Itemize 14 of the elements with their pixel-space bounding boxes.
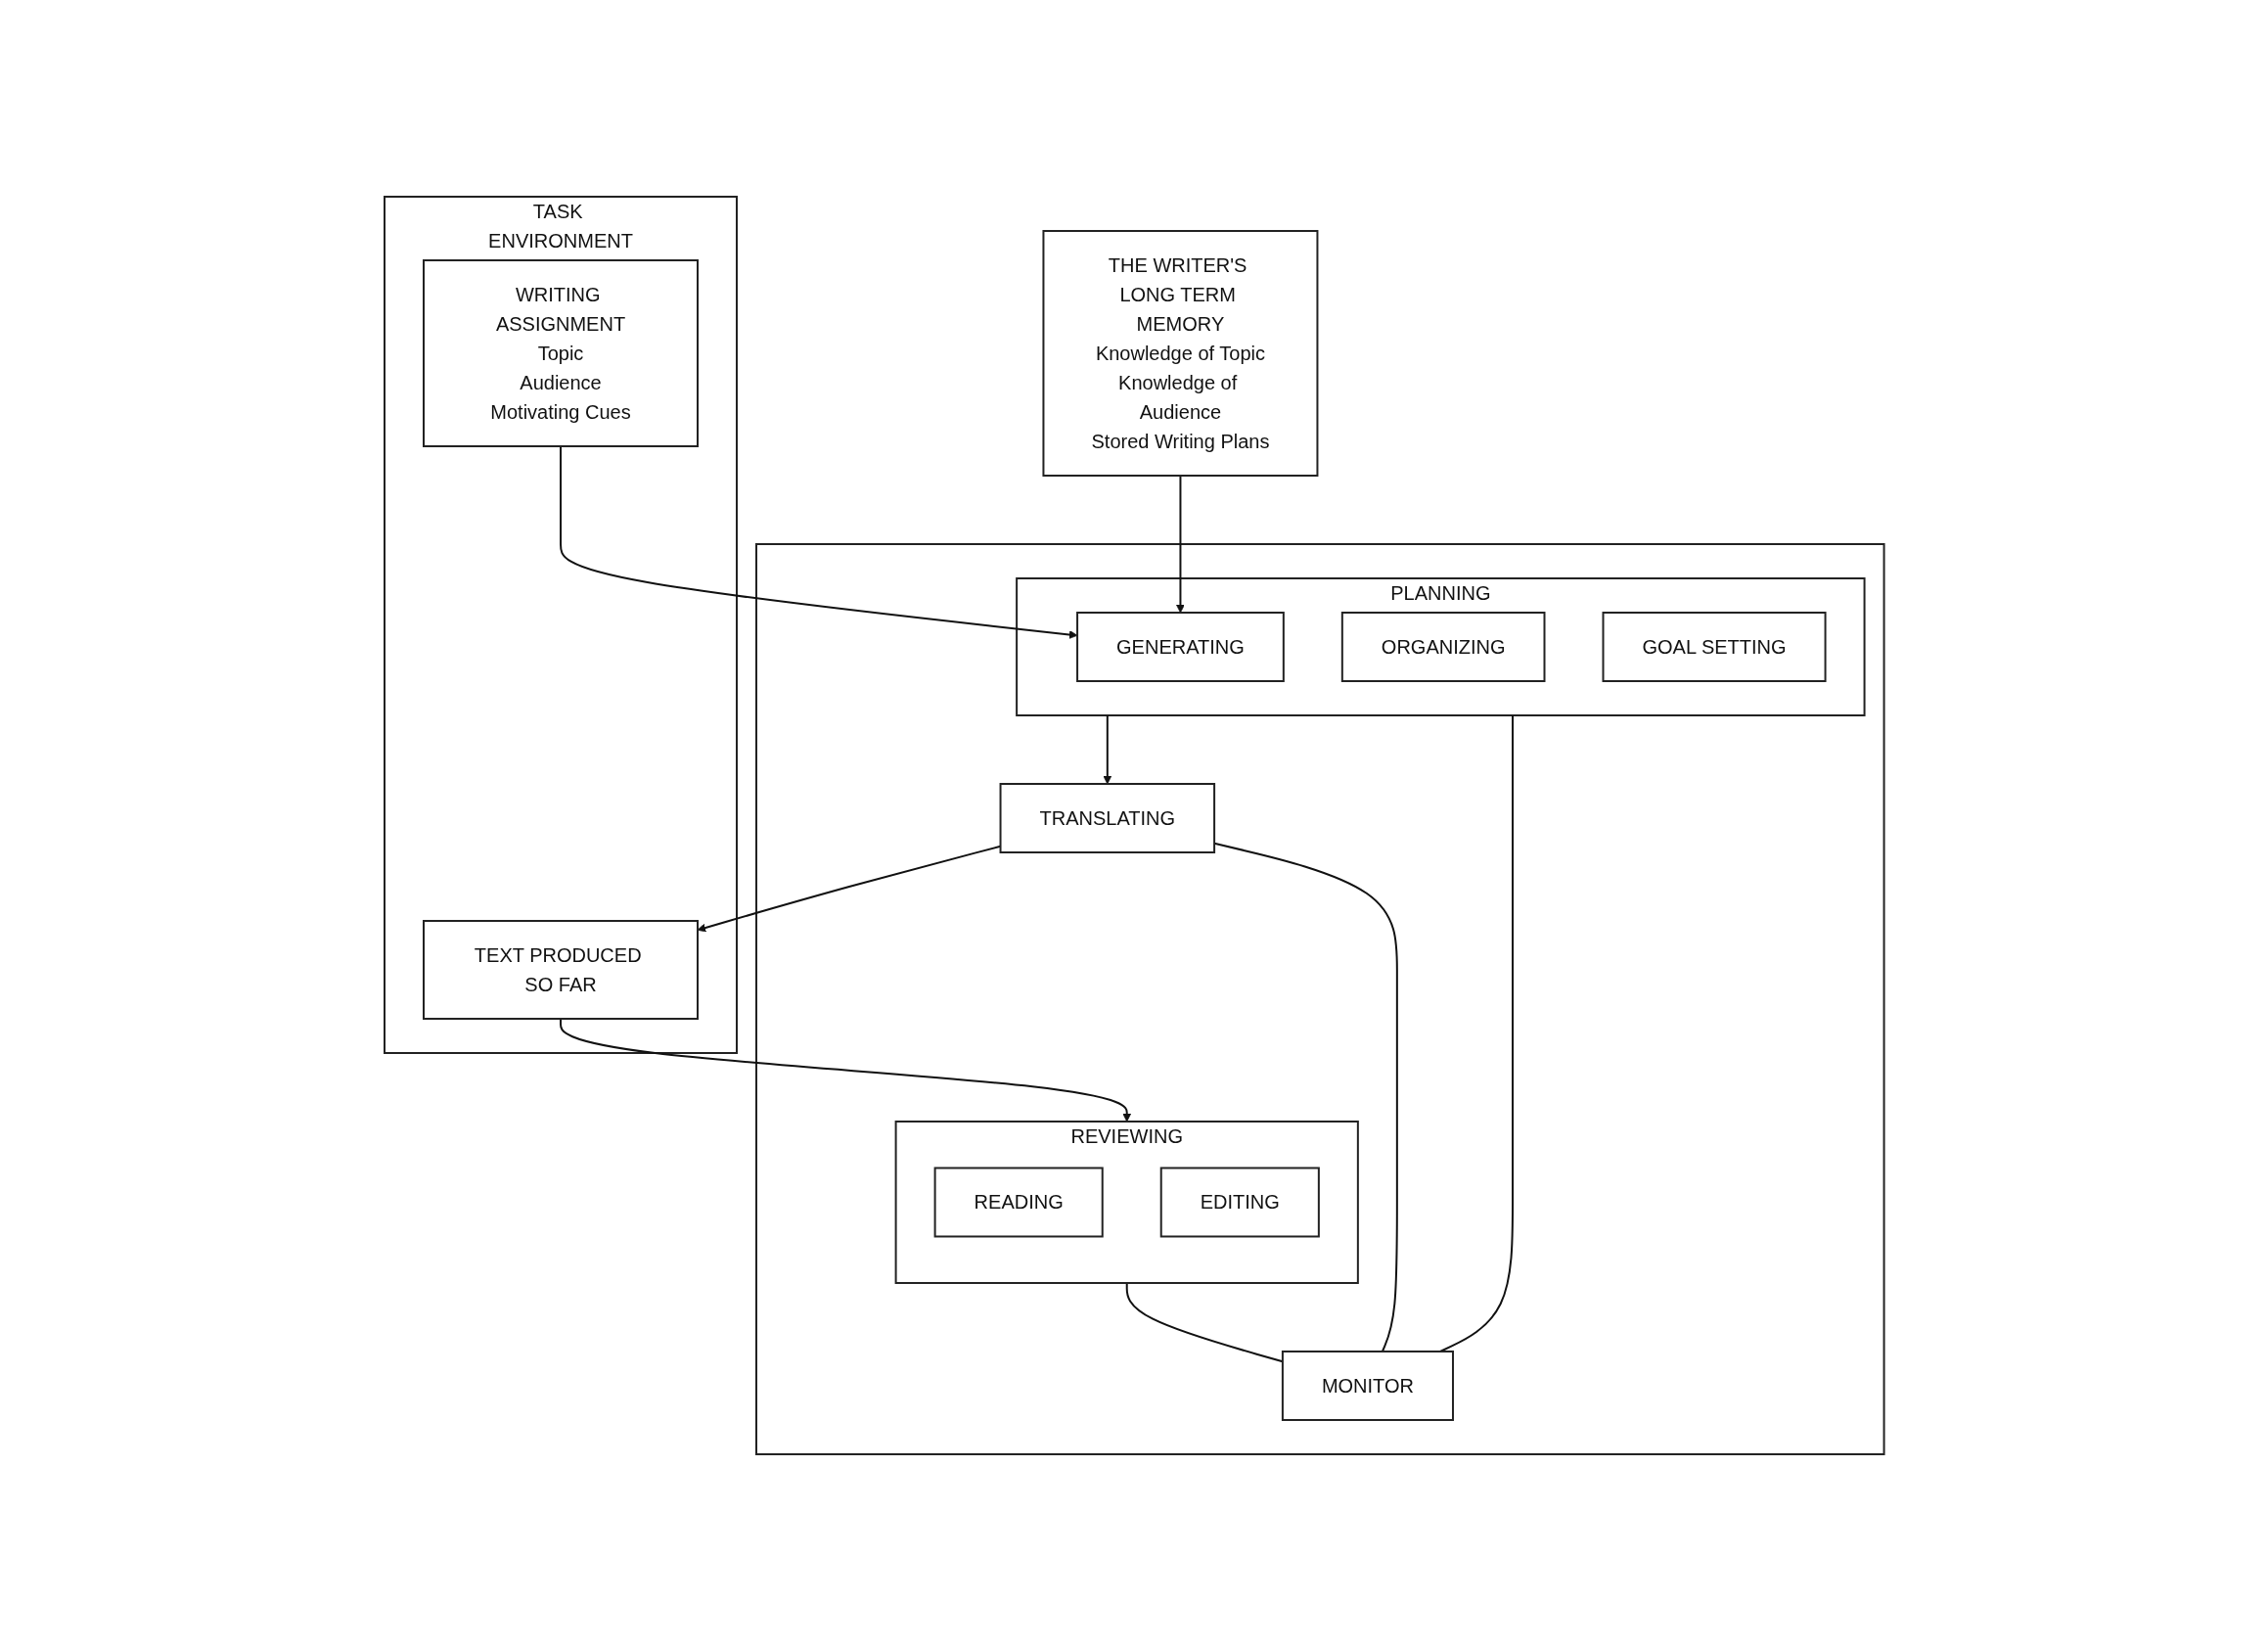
node-box: WRITING ASSIGNMENT Topic Audience Motivating Cues (422, 258, 699, 447)
node-box: THE WRITER'S LONG TERM MEMORY Knowledge of Topic Knowledge of Audience Stored Writing Plans (1042, 229, 1319, 477)
node-box: EDITING (1159, 1167, 1320, 1237)
cluster (754, 542, 1885, 1455)
node-box: ORGANIZING (1340, 611, 1546, 682)
arrow (1175, 474, 1185, 613)
node-box: TRANSLATING (999, 782, 1215, 853)
node-box: READING (933, 1167, 1104, 1237)
node-box: GENERATING (1075, 611, 1285, 682)
node-box: TEXT PRODUCED SO FAR (422, 919, 699, 1020)
node-box: GOAL SETTING (1602, 611, 1827, 682)
arrow (1103, 713, 1111, 784)
node-box: MONITOR (1281, 1350, 1454, 1421)
arrow (559, 1017, 1131, 1122)
